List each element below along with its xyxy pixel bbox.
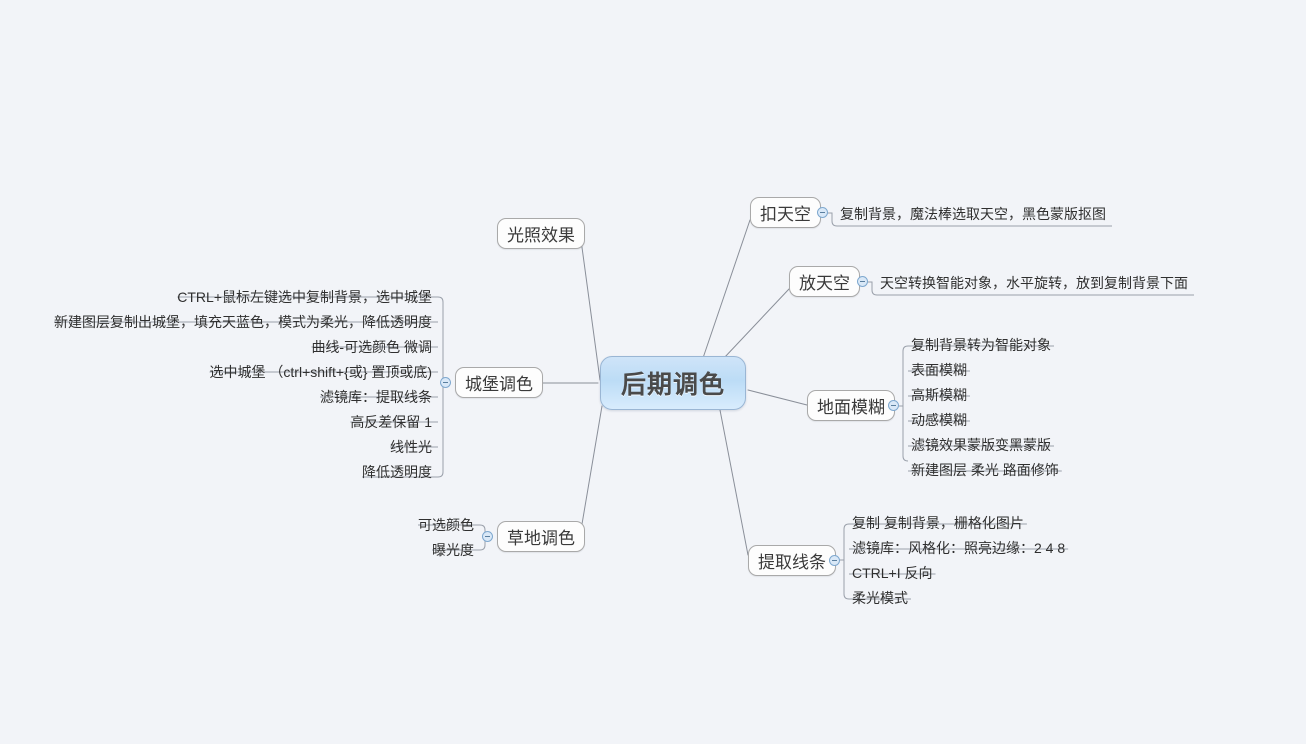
leaf-label: 柔光模式 — [852, 590, 908, 606]
branch-label-cut-sky: 扣天空 — [760, 205, 811, 224]
leaf-label: 滤镜库：提取线条 — [320, 389, 432, 405]
leaf-ground-blur-4[interactable]: 滤镜效果蒙版变黑蒙版 — [911, 433, 1051, 457]
root-node[interactable]: 后期调色 — [600, 356, 746, 410]
leaf-label: 天空转换智能对象，水平旋转，放到复制背景下面 — [880, 275, 1188, 291]
leaf-castle-color-1[interactable]: 新建图层复制出城堡，填充天蓝色，模式为柔光，降低透明度 — [54, 310, 432, 334]
leaf-label: 复制 复制背景，栅格化图片 — [852, 515, 1024, 531]
spine-extract-vert — [843, 529, 850, 600]
spine-ground-blur-vert — [902, 351, 909, 462]
leaf-extract-lines-0[interactable]: 复制 复制背景，栅格化图片 — [852, 511, 1024, 535]
leaf-label: 可选颜色 — [418, 517, 474, 533]
leaf-ground-blur-1[interactable]: 表面模糊 — [911, 358, 967, 382]
leaf-ground-blur-5[interactable]: 新建图层 柔光 路面修饰 — [911, 458, 1059, 482]
edge-root-grass — [580, 405, 603, 531]
leaf-label: 线性光 — [390, 439, 432, 455]
leaf-ground-blur-0[interactable]: 复制背景转为智能对象 — [911, 333, 1051, 357]
leaf-label: 选中城堡 （ctrl+shift+{或} 置顶或底) — [209, 364, 432, 380]
leaf-label: 降低透明度 — [362, 464, 432, 480]
leaf-castle-color-3[interactable]: 选中城堡 （ctrl+shift+{或} 置顶或底) — [210, 360, 432, 384]
leaf-ground-blur-2[interactable]: 高斯模糊 — [911, 383, 967, 407]
leaf-label: 曲线-可选颜色 微调 — [311, 339, 432, 355]
leaf-place-sky-0[interactable]: 天空转换智能对象，水平旋转，放到复制背景下面 — [880, 271, 1188, 295]
edge-root-groundblur — [747, 389, 808, 406]
branch-label-extract-lines: 提取线条 — [758, 553, 826, 572]
spine-castle-vert — [437, 302, 444, 478]
leaf-castle-color-5[interactable]: 高反差保留 1 — [350, 410, 432, 434]
leaf-label: 曝光度 — [432, 542, 474, 558]
leaf-extract-lines-2[interactable]: CTRL+I 反向 — [852, 561, 933, 585]
leaf-grass-color-1[interactable]: 曝光度 — [432, 538, 474, 562]
edge-root-lighting — [580, 239, 601, 381]
leaf-castle-color-2[interactable]: 曲线-可选颜色 微调 — [311, 335, 432, 359]
leaf-castle-color-0[interactable]: CTRL+鼠标左键选中复制背景，选中城堡 — [177, 285, 432, 309]
branch-node-place-sky[interactable]: 放天空 — [789, 266, 860, 297]
branch-node-castle-color[interactable]: 城堡调色 — [455, 367, 543, 398]
spine-gb-bottom-cap — [903, 456, 908, 461]
branch-label-place-sky: 放天空 — [799, 274, 850, 293]
leaf-castle-color-6[interactable]: 线性光 — [390, 435, 432, 459]
edge-root-extractlines — [719, 409, 749, 556]
leaf-label: 滤镜效果蒙版变黑蒙版 — [911, 437, 1051, 453]
branch-label-ground-blur: 地面模糊 — [817, 398, 885, 417]
leaf-grass-color-0[interactable]: 可选颜色 — [418, 513, 474, 537]
collapse-toggle-cut-sky[interactable] — [817, 207, 828, 218]
branch-node-cut-sky[interactable]: 扣天空 — [750, 197, 821, 228]
branch-label-grass-color: 草地调色 — [507, 529, 575, 548]
collapse-toggle-place-sky[interactable] — [857, 276, 868, 287]
branch-node-ground-blur[interactable]: 地面模糊 — [807, 390, 895, 421]
leaf-extract-lines-3[interactable]: 柔光模式 — [852, 586, 908, 610]
leaf-ground-blur-3[interactable]: 动感模糊 — [911, 408, 967, 432]
branch-label-castle-color: 城堡调色 — [465, 375, 533, 394]
branch-node-grass-color[interactable]: 草地调色 — [497, 521, 585, 552]
leaf-label: 新建图层 柔光 路面修饰 — [911, 462, 1059, 478]
leaf-label: CTRL+I 反向 — [852, 565, 933, 581]
leaf-label: 高反差保留 1 — [350, 414, 432, 430]
leaf-label: 动感模糊 — [911, 412, 967, 428]
edge-root-placesky — [723, 288, 790, 359]
leaf-castle-color-7[interactable]: 降低透明度 — [362, 460, 432, 484]
collapse-toggle-castle-color[interactable] — [440, 377, 451, 388]
edge-root-cutsky — [702, 219, 751, 359]
branch-node-extract-lines[interactable]: 提取线条 — [748, 545, 836, 576]
leaf-label: 高斯模糊 — [911, 387, 967, 403]
leaf-extract-lines-1[interactable]: 滤镜库：风格化：照亮边缘：2 4 8 — [852, 536, 1065, 560]
branch-node-lighting[interactable]: 光照效果 — [497, 218, 585, 249]
leaf-label: 复制背景转为智能对象 — [911, 337, 1051, 353]
leaf-castle-color-4[interactable]: 滤镜库：提取线条 — [320, 385, 432, 409]
leaf-label: CTRL+鼠标左键选中复制背景，选中城堡 — [177, 289, 432, 305]
collapse-toggle-ground-blur[interactable] — [888, 400, 899, 411]
leaf-label: 复制背景，魔法棒选取天空，黑色蒙版抠图 — [840, 206, 1106, 222]
leaf-cut-sky-0[interactable]: 复制背景，魔法棒选取天空，黑色蒙版抠图 — [840, 202, 1106, 226]
spine-ground-blur-main — [903, 349, 908, 461]
leaf-label: 表面模糊 — [911, 362, 967, 378]
root-node-label: 后期调色 — [620, 371, 725, 399]
branch-label-lighting: 光照效果 — [507, 226, 575, 245]
leaf-label: 滤镜库：风格化：照亮边缘：2 4 8 — [852, 540, 1066, 556]
collapse-toggle-grass-color[interactable] — [482, 531, 493, 542]
leaf-label: 新建图层复制出城堡，填充天蓝色，模式为柔光，降低透明度 — [54, 314, 432, 330]
collapse-toggle-extract-lines[interactable] — [829, 555, 840, 566]
